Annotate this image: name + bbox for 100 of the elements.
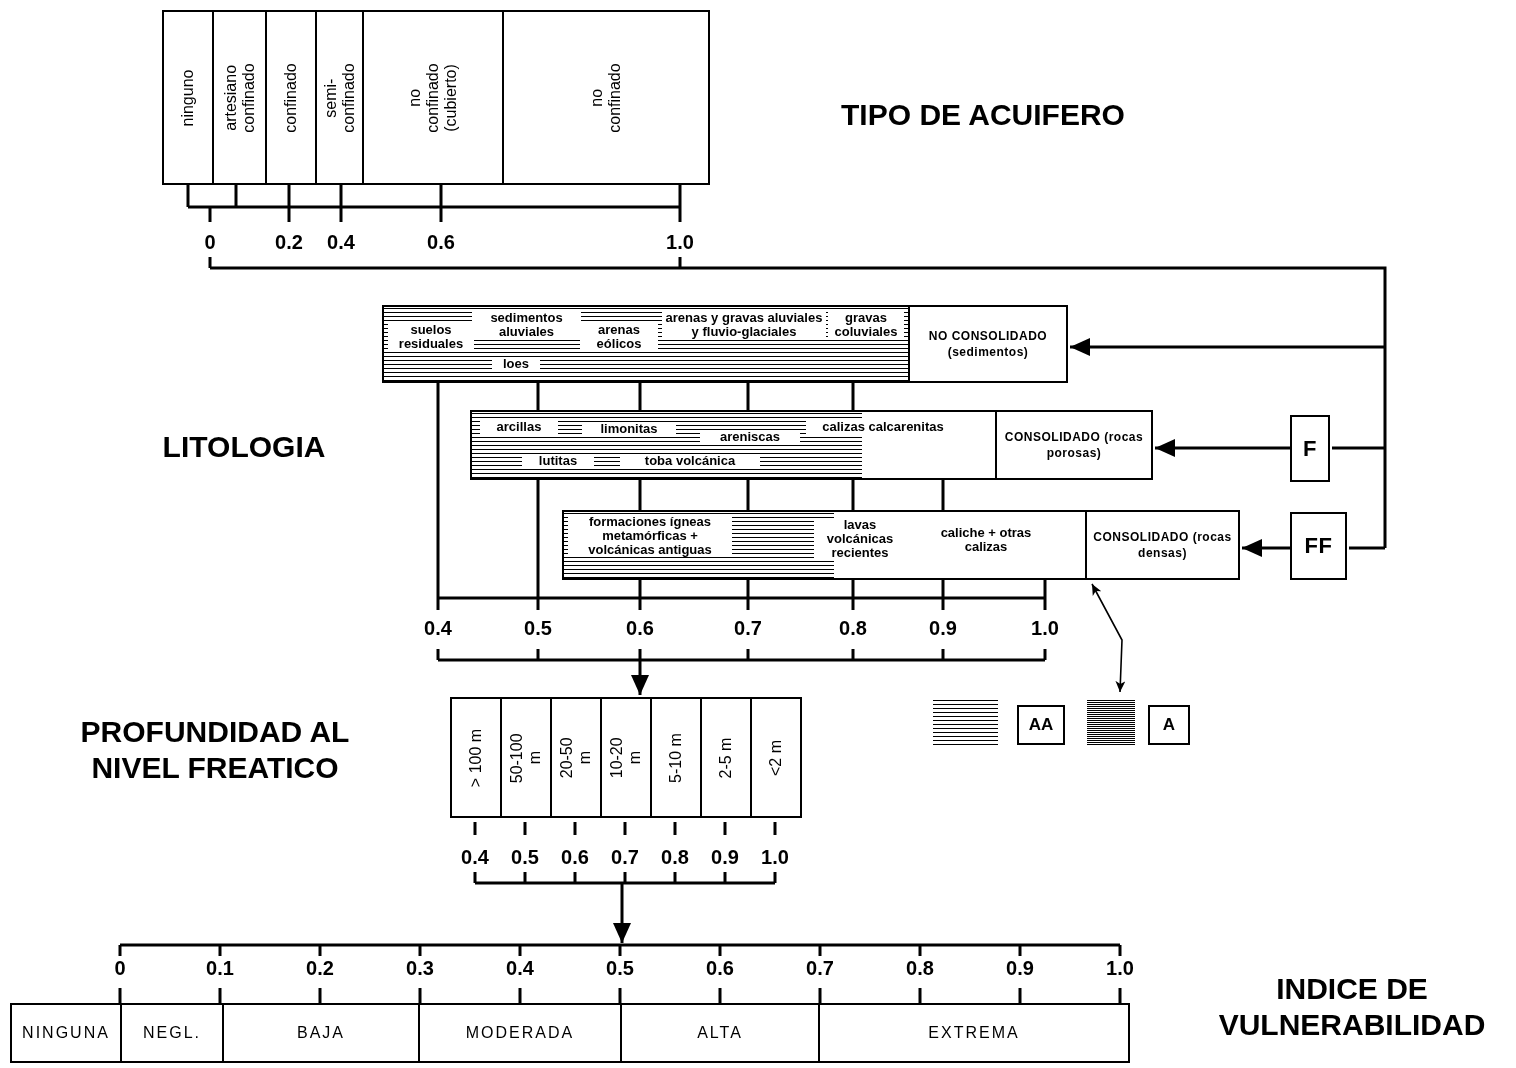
table-cell	[265, 10, 317, 185]
scale-value: 0.6	[626, 616, 654, 640]
scale-value: 0.8	[906, 956, 934, 980]
scale-value: 0.7	[611, 845, 639, 869]
scale-value: 0.8	[661, 845, 689, 869]
cell-label: 2-5 m	[717, 737, 735, 778]
rock-type-label: loes	[492, 357, 540, 371]
scale-value: 0.4	[506, 956, 534, 980]
cell-label: 10-20 m	[608, 736, 644, 780]
cell-label: no confinado (cubierto)	[406, 61, 460, 135]
scale-value: 0.2	[306, 956, 334, 980]
factor-box	[1290, 512, 1347, 580]
table-cell	[550, 697, 602, 818]
rating-label: NEGL.	[142, 1025, 202, 1041]
scale-value: 0.4	[327, 230, 355, 254]
lithology-box	[562, 510, 1087, 580]
rating-label: MODERADA	[464, 1025, 576, 1041]
cell-label: confinado	[282, 62, 300, 133]
cell-label: no confinado	[588, 61, 624, 135]
scale-value: 0.5	[524, 616, 552, 640]
rating-cell	[222, 1003, 420, 1063]
rock-type-label: sedimentos aluviales	[472, 311, 581, 339]
scale-value: 0	[114, 956, 126, 980]
rating-cell	[10, 1003, 122, 1063]
legend-key: AA	[1017, 705, 1065, 745]
rock-type-label: lutitas	[522, 454, 594, 468]
scale-bracket	[118, 943, 1122, 958]
legend-key: A	[1148, 705, 1190, 745]
box-label: FF	[1303, 533, 1334, 559]
rock-type-label: arenas y gravas aluviales y fluvio-glaciales	[662, 311, 826, 339]
cell-label: 20-50 m	[558, 736, 594, 780]
arrow	[631, 660, 649, 695]
scale-value: 0	[204, 230, 216, 254]
box-label: F	[1302, 435, 1318, 462]
scale-value: 0.4	[461, 845, 489, 869]
rock-type-label: gravas coluviales	[828, 311, 904, 339]
rating-cell	[418, 1003, 622, 1063]
rating-cell	[818, 1003, 1130, 1063]
cell-label: semi-confinado	[321, 61, 358, 135]
scale-bracket	[436, 647, 1047, 662]
table-cell	[750, 697, 802, 818]
scale-value: 0.5	[511, 845, 539, 869]
scale-value: 0.5	[606, 956, 634, 980]
category-box	[995, 410, 1153, 480]
scale-value: 0.9	[1006, 956, 1034, 980]
lithology-box	[470, 410, 997, 480]
table-cell	[315, 10, 364, 185]
scale-value: 0.1	[206, 956, 234, 980]
arrow	[1242, 539, 1290, 557]
rating-cell	[120, 1003, 224, 1063]
rating-label: ALTA	[696, 1025, 744, 1041]
scale-value: 0.9	[711, 845, 739, 869]
lithology-box	[382, 305, 910, 383]
cell-label: ninguno	[179, 69, 197, 126]
rating-label: EXTREMA	[927, 1025, 1021, 1041]
cell-label: 50-100 m	[508, 731, 544, 785]
rock-type-label: areniscas	[700, 430, 800, 444]
table-cell	[450, 697, 502, 818]
section-title: TIPO DE ACUIFERO	[840, 97, 1126, 133]
rock-type-label: toba volcánica	[620, 454, 760, 468]
arrow	[613, 883, 631, 943]
table-cell	[600, 697, 652, 818]
table-cell	[362, 10, 504, 185]
box-label: CONSOLIDADO (rocas porosas)	[1003, 429, 1145, 461]
scale-value: 1.0	[1031, 616, 1059, 640]
section-title: INDICE DE VULNERABILIDAD	[1217, 971, 1487, 1043]
scale-value: 1.0	[1106, 956, 1134, 980]
scale-value: 0.6	[427, 230, 455, 254]
arrow	[1070, 338, 1385, 356]
section-title: PROFUNDIDAD AL NIVEL FREATICO	[79, 714, 351, 786]
category-box	[1085, 510, 1240, 580]
scale-value: 0.7	[734, 616, 762, 640]
scale-bracket	[473, 870, 777, 885]
rating-label: NINGUNA	[21, 1025, 111, 1041]
cell-label: artesiano confinado	[221, 61, 258, 135]
scale-value: 0.3	[406, 956, 434, 980]
scale-bracket	[208, 255, 682, 270]
scale-value: 1.0	[761, 845, 789, 869]
scale-value: 0.7	[806, 956, 834, 980]
arrow	[1155, 439, 1290, 457]
connector-line	[680, 266, 1387, 548]
box-label: CONSOLIDADO (rocas densas)	[1092, 529, 1233, 561]
rating-cell	[620, 1003, 820, 1063]
scale-value: 0.8	[839, 616, 867, 640]
table-cell	[500, 697, 552, 818]
rock-type-label: arcillas	[480, 420, 558, 434]
table-cell	[700, 697, 752, 818]
table-cell	[502, 10, 710, 185]
box-label: NO CONSOLIDADO (sedimentos)	[927, 328, 1049, 360]
cell-label: 5-10 m	[667, 732, 685, 783]
table-cell	[650, 697, 702, 818]
arrow	[1091, 583, 1126, 693]
section-title: LITOLOGIA	[161, 429, 327, 465]
category-box	[908, 305, 1068, 383]
scale-value: 0.4	[424, 616, 452, 640]
rock-type-label: arenas eólicos	[580, 323, 658, 351]
rating-label: BAJA	[296, 1025, 346, 1041]
scale-value: 1.0	[666, 230, 694, 254]
factor-box	[1290, 415, 1330, 482]
table-cell	[212, 10, 267, 185]
